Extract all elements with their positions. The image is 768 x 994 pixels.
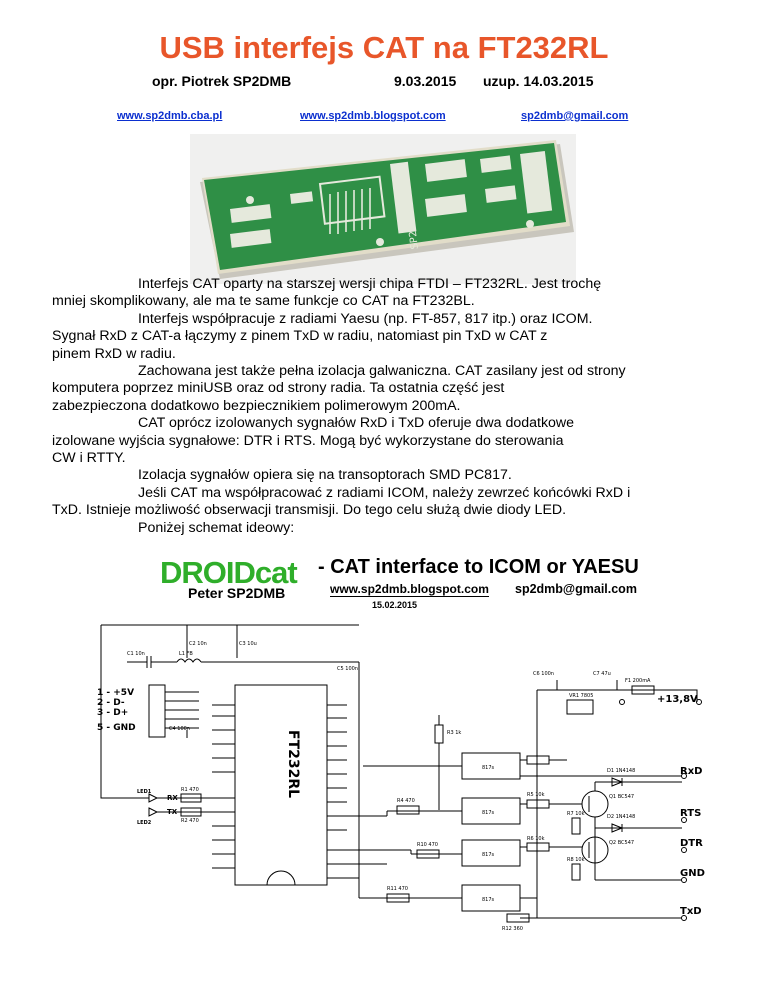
component-label: C5 100n	[337, 666, 358, 672]
component-label: R3 1k	[447, 730, 461, 736]
body-line: pinem RxD w radiu.	[52, 345, 176, 362]
schematic-diagram: 1 - +5V 2 - D- 3 - D+ 5 - GND RX TX LED1…	[97, 624, 705, 932]
output-dtr: DTR	[680, 838, 703, 849]
pcb-photo: SP2DMB	[190, 134, 576, 284]
body-line: CAT oprócz izolowanych sygnałów RxD i Tx…	[138, 415, 575, 432]
component-label: R8 10k	[567, 857, 585, 863]
body-line: Izolacja sygnałów opiera się na transopt…	[138, 467, 512, 484]
component-label: C7 47u	[593, 671, 611, 677]
component-label: C4 100n	[169, 726, 190, 732]
component-label: F1 200mA	[625, 678, 651, 684]
supply-voltage: +13,8V	[657, 694, 698, 705]
component-label: R12 360	[502, 926, 523, 932]
body-line: TxD. Istnieje możliwość obserwacji trans…	[52, 502, 567, 519]
body-line: komputera poprzez miniUSB oraz od strony…	[52, 380, 505, 397]
component-label: R4 470	[397, 798, 415, 804]
page-title: USB interfejs CAT na FT232RL	[159, 30, 609, 65]
component-label: R1 470	[181, 787, 199, 793]
body-line: Interfejs współpracuje z radiami Yaesu (…	[138, 310, 593, 327]
schematic-author: Peter SP2DMB	[188, 585, 286, 601]
component-label: R11 470	[387, 886, 408, 892]
component-label: R7 10k	[567, 811, 585, 817]
component-label: C1 10n	[127, 651, 145, 657]
schematic-brand: DROIDcat	[160, 555, 298, 590]
component-label: C2 10n	[189, 641, 207, 647]
schematic-subtitle: - CAT interface to ICOM or YAESU	[318, 556, 639, 578]
component-label: R6 10k	[527, 836, 545, 842]
usb-pin-3: 3 - D+	[97, 708, 128, 718]
opto-label: 817s	[482, 897, 495, 903]
led1-label: LED1	[137, 789, 152, 795]
output-rts: RTS	[680, 808, 701, 819]
component-label: Q2 BC547	[609, 840, 634, 846]
body-line: zabezpieczona dodatkowo bezpiecznikiem p…	[52, 397, 461, 414]
output-rxd: RxD	[680, 766, 702, 777]
component-label: C3 10u	[239, 641, 257, 647]
author: opr. Piotrek SP2DMB	[152, 73, 292, 89]
date: 9.03.2015	[394, 73, 457, 89]
update-date: uzup. 14.03.2015	[483, 73, 594, 89]
component-label: R2 470	[181, 818, 199, 824]
component-label: C6 100n	[533, 671, 554, 677]
body-line: Zachowana jest także pełna izolacja galw…	[138, 363, 626, 380]
opto-label: 817s	[482, 765, 495, 771]
component-label: R10 470	[417, 842, 438, 848]
pcb-silk-text: SP2DMB	[405, 207, 421, 250]
body-line: CW i RTTY.	[52, 450, 126, 467]
blog-link[interactable]: www.sp2dmb.blogspot.com	[300, 110, 446, 122]
description: Interfejs CAT oparty na starszej wersji …	[52, 276, 708, 537]
body-line: Interfejs CAT oparty na starszej wersji …	[138, 276, 602, 292]
usb-pin-2: 2 - D-	[97, 698, 125, 708]
component-label: D2 1N4148	[607, 814, 635, 820]
led2-label: LED2	[137, 820, 152, 826]
email-link[interactable]: sp2dmb@gmail.com	[521, 110, 629, 122]
component-label: Q1 BC547	[609, 794, 634, 800]
schematic-date: 15.02.2015	[372, 600, 418, 610]
component-label: R5 10k	[527, 792, 545, 798]
schematic-url: www.sp2dmb.blogspot.com	[330, 582, 489, 597]
led-rx-label: RX	[167, 794, 178, 802]
opto-label: 817s	[482, 810, 495, 816]
component-label: VR1 7805	[569, 693, 593, 699]
opto-label: 817s	[482, 852, 495, 858]
body-line: izolowane wyjścia sygnałowe: DTR i RTS. …	[52, 432, 564, 449]
body-line: Sygnał RxD z CAT-a łączymy z pinem TxD w…	[52, 328, 548, 345]
usb-pin-1: 1 - +5V	[97, 688, 134, 698]
output-gnd: GND	[680, 868, 705, 879]
website-link[interactable]: www.sp2dmb.cba.pl	[117, 110, 223, 122]
body-line: Poniżej schemat ideowy:	[138, 519, 295, 536]
output-txd: TxD	[680, 906, 702, 917]
usb-pin-5: 5 - GND	[97, 723, 136, 733]
body-line: Jeśli CAT ma współpracować z radiami ICO…	[138, 484, 631, 501]
chip-label: FT232RL	[285, 730, 301, 798]
schematic-email: sp2dmb@gmail.com	[515, 582, 637, 596]
led-tx-label: TX	[167, 808, 178, 816]
body-line: mniej skomplikowany, ale ma te same funk…	[52, 293, 475, 310]
component-label: D1 1N4148	[607, 768, 635, 774]
component-label: L1 FB	[179, 651, 193, 657]
